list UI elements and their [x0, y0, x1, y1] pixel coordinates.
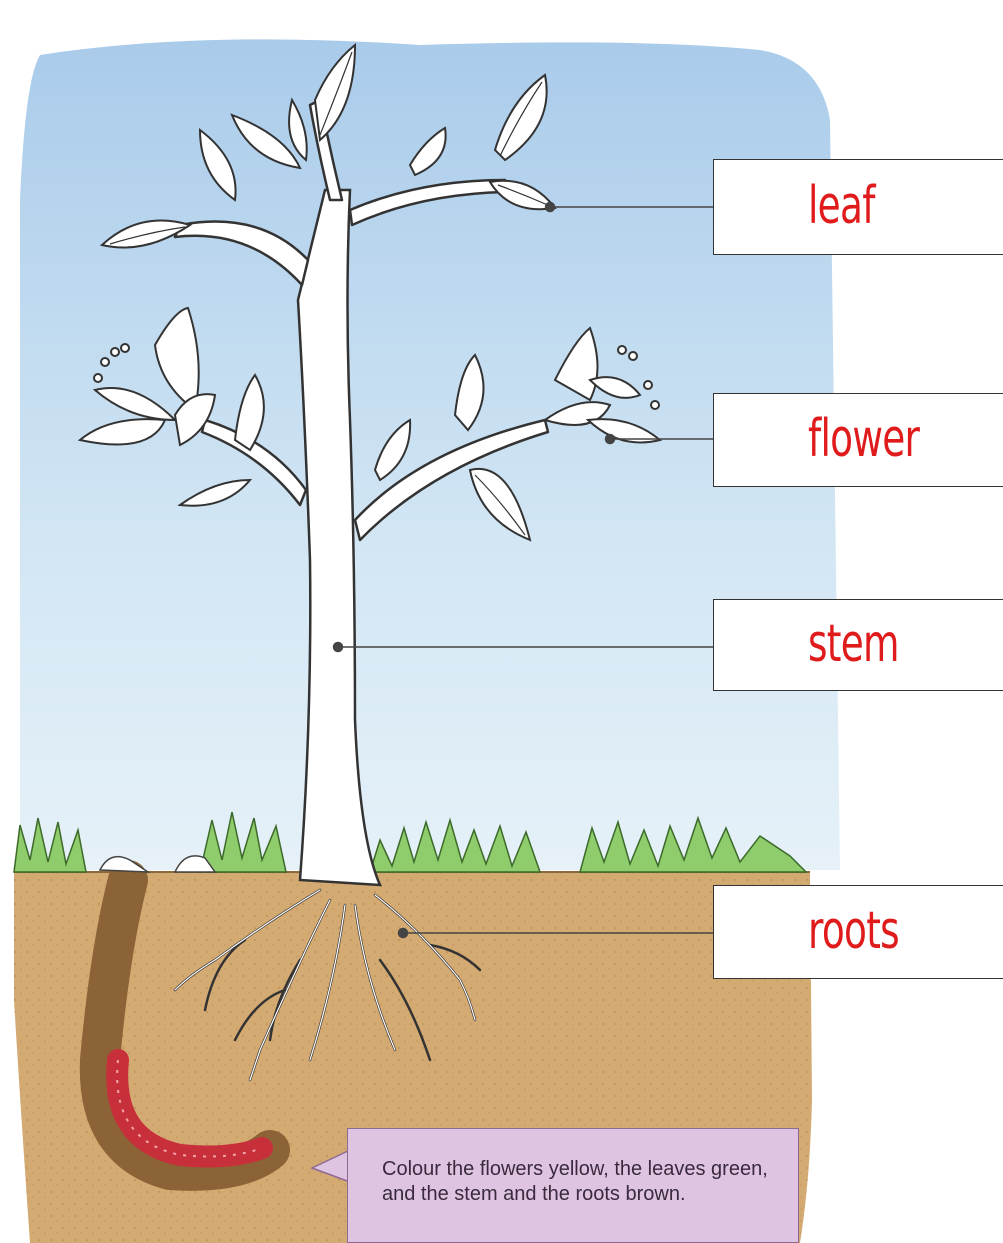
label-box-stem: stem: [713, 599, 1003, 691]
label-flower: flower: [808, 409, 919, 469]
instruction-line-1: Colour the flowers yellow, the leaves gr…: [382, 1157, 778, 1182]
label-box-leaf: leaf: [713, 159, 1003, 255]
label-box-flower: flower: [713, 393, 1003, 487]
label-leaf: leaf: [808, 176, 875, 236]
label-stem: stem: [808, 614, 899, 674]
instruction-line-2: and the stem and the roots brown.: [382, 1182, 778, 1207]
label-box-roots: roots: [713, 885, 1003, 979]
instruction-callout: Colour the flowers yellow, the leaves gr…: [347, 1128, 799, 1243]
label-roots: roots: [808, 901, 899, 961]
